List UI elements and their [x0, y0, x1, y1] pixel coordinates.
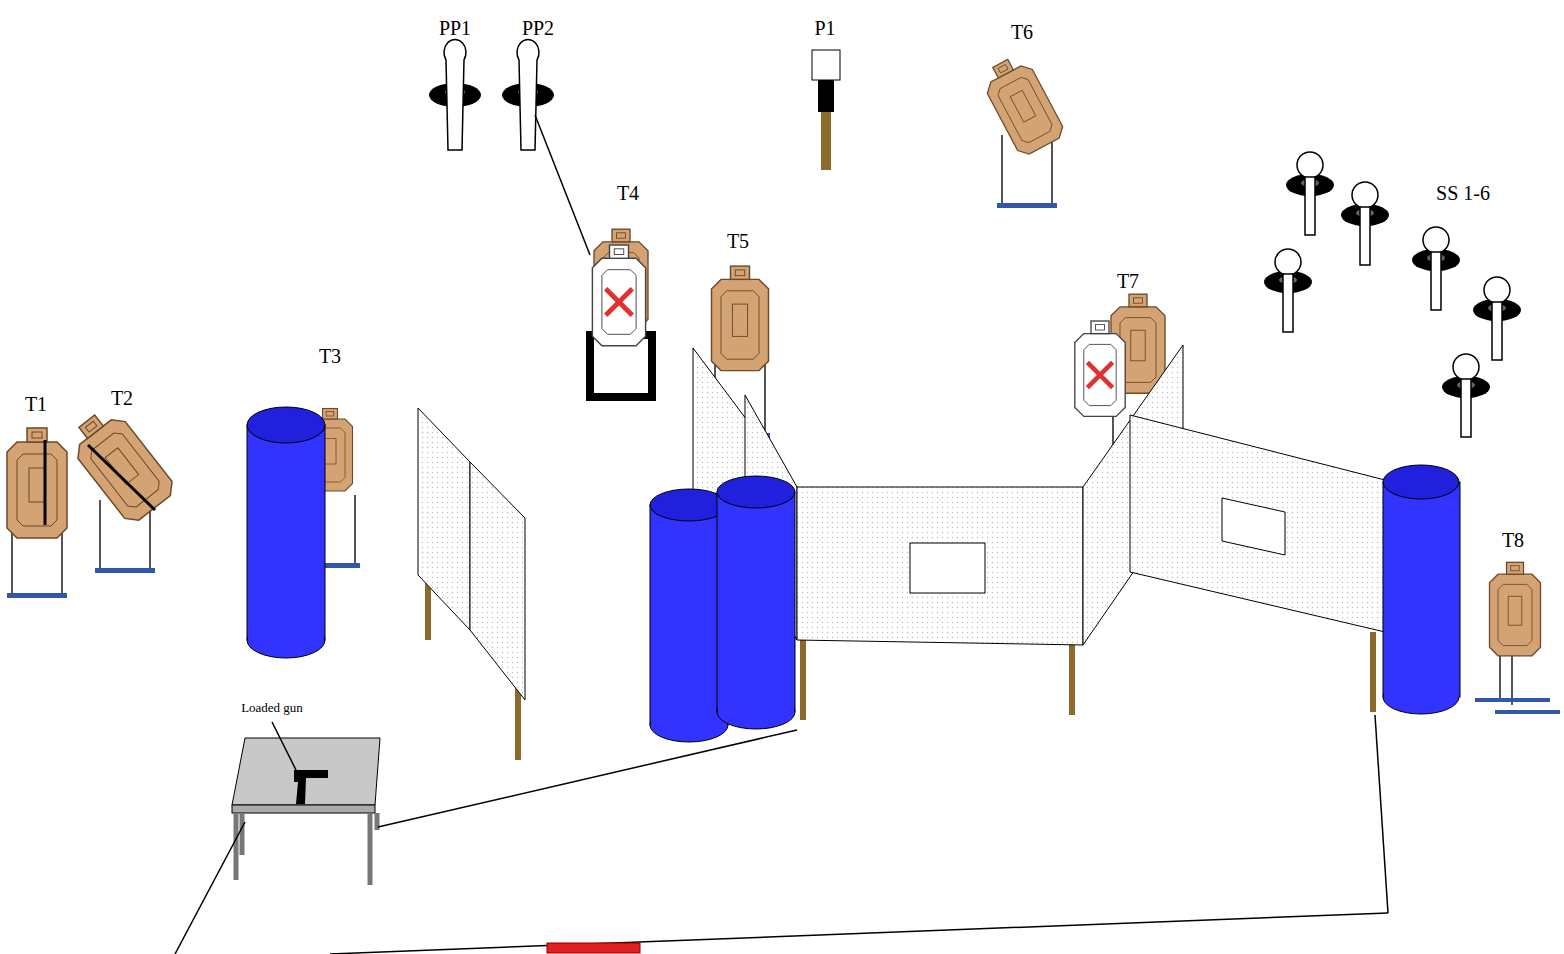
target-label: SS 1-6	[1436, 182, 1490, 204]
target-label: T5	[727, 230, 749, 252]
callout-label: Loaded gun	[241, 701, 303, 715]
target-label: T7	[1117, 270, 1139, 292]
target-label: PP2	[522, 17, 554, 39]
target-label: T4	[617, 182, 639, 204]
target-label: T6	[1011, 21, 1033, 43]
target-label: T1	[25, 393, 47, 415]
target-label: P1	[814, 17, 835, 39]
target-label: PP1	[439, 17, 471, 39]
target-label: T3	[319, 345, 341, 367]
target-label: T8	[1502, 529, 1524, 551]
target-label: T2	[111, 387, 133, 409]
